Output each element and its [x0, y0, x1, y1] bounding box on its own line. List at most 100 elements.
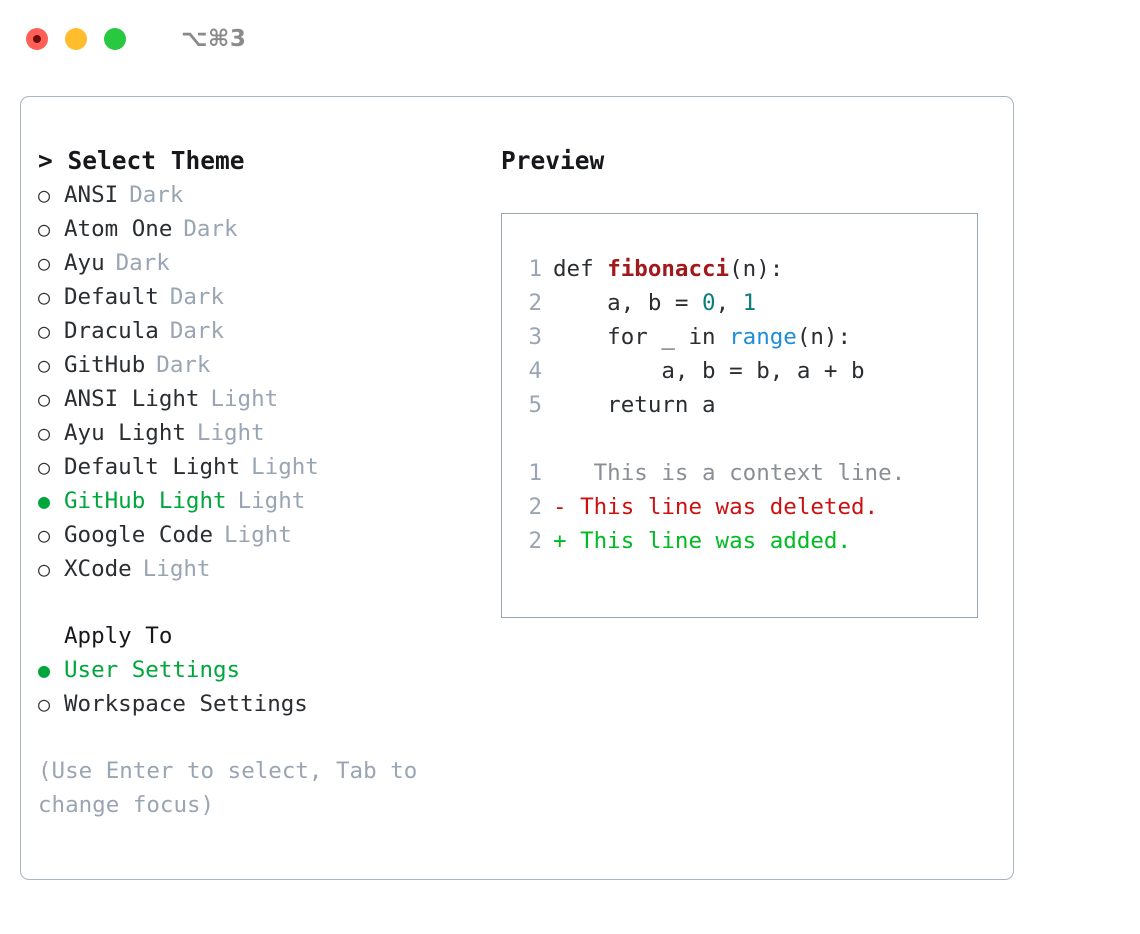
theme-name: ANSI Light [64, 386, 200, 412]
code-line-text: for _ in range(n): [553, 320, 851, 354]
radio-unselected-icon: ○ [38, 421, 51, 445]
diff-line-number: 1 [528, 460, 542, 486]
apply-to-list[interactable]: ● User Settings ○ Workspace Settings [38, 653, 488, 721]
code-token-num: 1 [742, 290, 757, 316]
diff-line-number: 2 [528, 494, 542, 520]
code-line-number: 3 [528, 324, 542, 350]
apply-to-option-label: Workspace Settings [64, 691, 308, 717]
traffic-light-group [26, 28, 126, 50]
close-button[interactable] [26, 28, 48, 50]
radio-unselected-icon: ○ [38, 557, 51, 581]
code-line: 3 for _ in range(n): [516, 320, 977, 354]
diff-line: 1 This is a context line. [516, 456, 977, 490]
apply-to-heading: Apply To [64, 623, 173, 649]
diff-marker: + [553, 528, 567, 554]
radio-selected-icon: ● [38, 489, 51, 513]
theme-variant-tag: Dark [129, 182, 184, 208]
radio-unselected-icon: ○ [38, 319, 51, 343]
code-line-number: 1 [528, 256, 542, 282]
code-token-plain: return a [553, 392, 716, 418]
theme-variant-tag: Dark [156, 352, 211, 378]
diff-marker [553, 456, 567, 490]
radio-unselected-icon: ○ [38, 217, 51, 241]
apply-to-option[interactable]: ○ Workspace Settings [38, 687, 488, 721]
radio-unselected-icon: ○ [38, 183, 51, 207]
diff-marker: - [553, 494, 567, 520]
code-token-num: 0 [702, 290, 716, 316]
code-token-plain: def [553, 256, 608, 282]
code-line-text: return a [553, 388, 716, 422]
theme-list-item[interactable]: ○ Dracula Dark [38, 314, 488, 348]
theme-variant-tag: Dark [115, 250, 170, 276]
radio-unselected-icon: ○ [38, 523, 51, 547]
radio-unselected-icon: ○ [38, 455, 51, 479]
code-line-text: a, b = 0, 1 [553, 286, 756, 320]
code-token-plain: for _ in [553, 324, 730, 350]
apply-to-option[interactable]: ● User Settings [38, 653, 488, 687]
theme-name: ANSI [64, 182, 119, 208]
keyboard-shortcut-label: ⌥⌘3 [181, 26, 247, 52]
theme-variant-tag: Light [224, 522, 292, 548]
preview-heading: Preview [501, 146, 605, 175]
diff-line: 2- This line was deleted. [516, 490, 977, 524]
code-line: 2 a, b = 0, 1 [516, 286, 977, 320]
code-token-plain: a, b = [553, 290, 703, 316]
theme-name: Ayu [64, 250, 105, 276]
theme-name: GitHub Light [64, 488, 227, 514]
theme-list-item[interactable]: ● GitHub Light Light [38, 484, 488, 518]
code-line: 5 return a [516, 388, 977, 422]
radio-unselected-icon: ○ [38, 251, 51, 275]
theme-variant-tag: Dark [169, 318, 225, 344]
theme-name: Default [64, 284, 159, 310]
diff-line-text: This line was added. [566, 528, 852, 554]
theme-list-item[interactable]: ○ ANSI Dark [38, 178, 488, 212]
code-line-number: 4 [528, 358, 542, 384]
code-token-plain: (n): [796, 324, 852, 350]
keyboard-hint-text: (Use Enter to select, Tab to change focu… [38, 758, 418, 818]
radio-unselected-icon: ○ [38, 692, 51, 716]
maximize-button[interactable] [104, 28, 126, 50]
diff-line: 2+ This line was added. [516, 524, 977, 558]
code-line-text: a, b = b, a + b [553, 354, 864, 388]
code-token-func: fibonacci [607, 256, 730, 282]
radio-unselected-icon: ○ [38, 353, 51, 377]
theme-name: Atom One [64, 216, 173, 242]
theme-variant-tag: Light [237, 488, 306, 514]
diff-line-text: This is a context line. [566, 460, 906, 486]
code-token-plain: , [715, 290, 743, 316]
code-token-plain: (n): [729, 256, 784, 282]
theme-list-item[interactable]: ○ GitHub Dark [38, 348, 488, 382]
apply-to-option-label: User Settings [64, 657, 241, 683]
code-line: 4 a, b = b, a + b [516, 354, 977, 388]
radio-selected-icon: ● [38, 658, 51, 682]
code-line-number: 5 [528, 392, 542, 418]
diff-sample: 1 This is a context line.2- This line wa… [516, 456, 977, 558]
code-line-number: 2 [528, 290, 542, 316]
diff-line-text: This line was deleted. [566, 494, 879, 520]
code-line: 1 def fibonacci(n): [516, 252, 977, 286]
theme-name: GitHub [64, 352, 146, 378]
theme-variant-tag: Dark [169, 284, 225, 310]
minimize-button[interactable] [65, 28, 87, 50]
code-spacer [516, 422, 977, 456]
theme-name: Default Light [64, 454, 241, 480]
theme-variant-tag: Light [142, 556, 211, 582]
theme-name: Dracula [64, 318, 159, 344]
title-bar: ⌥⌘3 [0, 0, 1140, 78]
apply-to-group: Apply To ● User Settings ○ Workspace Settin… [38, 619, 488, 721]
theme-list-item[interactable]: ○ Ayu Dark [38, 246, 488, 280]
theme-variant-tag: Light [210, 386, 279, 412]
theme-name: Ayu Light [64, 420, 186, 446]
